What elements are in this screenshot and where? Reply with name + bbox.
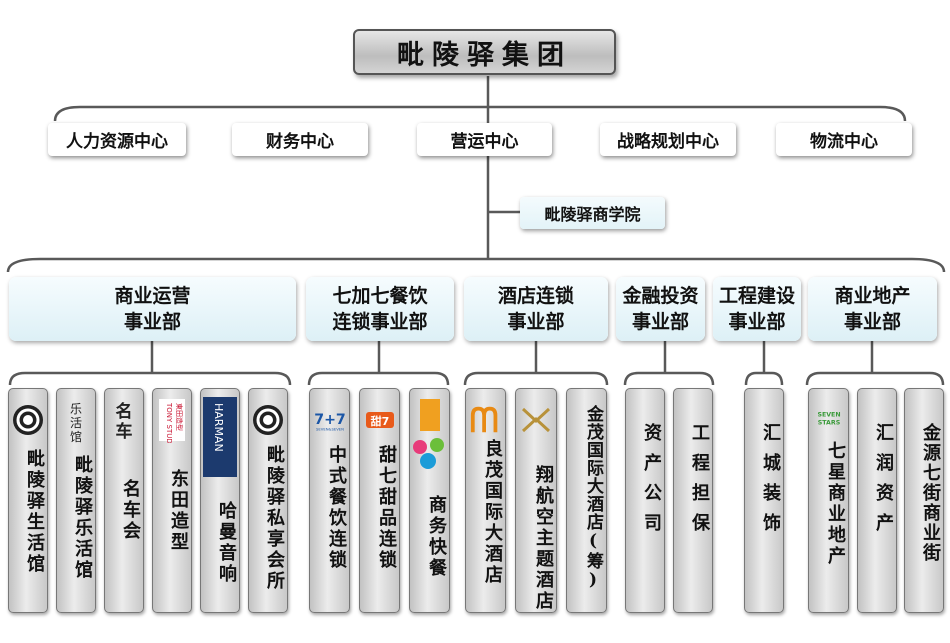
unit-name: 毗陵驿乐活馆 <box>72 455 93 581</box>
svg-text:7+7: 7+7 <box>314 412 346 428</box>
unit-name: 资产公司 <box>641 423 662 543</box>
mingche-logo-icon: 名车 <box>107 397 141 443</box>
lehuo-logo-icon: 乐活馆 <box>59 397 93 443</box>
center-logistics: 物流中心 <box>776 123 912 156</box>
unit-card: 良茂国际大酒店 <box>465 388 506 613</box>
unit-name: 工程担保 <box>689 423 710 543</box>
division-catering: 七加七餐饮 连锁事业部 <box>306 277 454 341</box>
svg-text:TONY STUDIO: TONY STUDIO <box>165 402 173 443</box>
svg-text:HARMAN: HARMAN <box>212 403 225 452</box>
unit-name: 金源七街商业街 <box>920 423 941 563</box>
unit-name: 中式餐饮连锁 <box>326 445 347 571</box>
svg-text:活: 活 <box>70 416 82 430</box>
unit-card: 毗陵驿生活馆 <box>8 388 48 613</box>
fast-food-logo-icon <box>411 397 449 477</box>
unit-name: 金茂国际大酒店(筹) <box>583 405 603 591</box>
division-finance-investment: 金融投资 事业部 <box>616 277 705 341</box>
liangmao-logo-icon <box>469 397 503 443</box>
unit-name: 商务快餐 <box>426 495 447 579</box>
division-hotel: 酒店连锁 事业部 <box>464 277 608 341</box>
unit-name: 东田造型 <box>168 469 189 553</box>
group-title: 毗陵驿集团 <box>353 29 616 75</box>
unit-card: 汇城装饰 <box>744 388 784 613</box>
unit-card: HARMAN 哈曼音响 <box>200 388 240 613</box>
unit-card: 名车 名车会 <box>104 388 144 613</box>
unit-name: 汇城装饰 <box>760 423 781 543</box>
unit-name: 甜七甜品连锁 <box>376 445 397 571</box>
svg-text:甜7: 甜7 <box>370 414 389 428</box>
unit-card: 金茂国际大酒店(筹) <box>566 388 607 613</box>
svg-text:東田造型: 東田造型 <box>175 403 184 431</box>
center-hr: 人力资源中心 <box>48 123 186 156</box>
unit-name: 名车会 <box>120 479 141 542</box>
division-real-estate: 商业地产 事业部 <box>808 277 937 341</box>
unit-name: 七星商业地产 <box>825 441 846 567</box>
unit-card: 汇润资产 <box>857 388 897 613</box>
svg-text:乐: 乐 <box>70 402 82 416</box>
center-strategy: 战略规划中心 <box>600 123 736 156</box>
unit-name: 哈曼音响 <box>216 501 237 585</box>
unit-card: 翔航空主题酒店 <box>515 388 557 613</box>
unit-card: 甜7 甜七甜品连锁 <box>359 388 400 613</box>
unit-card: 商务快餐 <box>409 388 450 613</box>
business-academy: 毗陵驿商学院 <box>520 197 665 229</box>
unit-name: 汇润资产 <box>873 423 894 543</box>
unit-card: 乐活馆 毗陵驿乐活馆 <box>56 388 96 613</box>
svg-text:SEVEN&SEVEN: SEVEN&SEVEN <box>315 427 343 431</box>
svg-text:STARS: STARS <box>817 419 840 426</box>
unit-name: 毗陵驿私享会所 <box>264 445 285 592</box>
center-finance: 财务中心 <box>232 123 368 156</box>
unit-name: 翔航空主题酒店 <box>533 465 554 612</box>
ring-logo-icon <box>251 397 285 443</box>
unit-card: 工程担保 <box>673 388 713 613</box>
xianghang-logo-icon <box>519 397 553 443</box>
unit-name: 毗陵驿生活馆 <box>24 449 45 575</box>
unit-card: 资产公司 <box>625 388 665 613</box>
division-commercial-ops: 商业运营 事业部 <box>9 277 296 341</box>
harman-logo-icon: HARMAN <box>203 397 237 477</box>
division-engineering: 工程建设 事业部 <box>713 277 801 341</box>
tian-seven-logo-icon: 甜7 <box>363 397 397 443</box>
svg-text:车: 车 <box>116 421 133 442</box>
svg-text:馆: 馆 <box>70 429 82 443</box>
ring-logo-icon <box>11 397 45 443</box>
unit-name: 良茂国际大酒店 <box>482 439 503 586</box>
center-operations: 营运中心 <box>417 123 552 156</box>
unit-card: 毗陵驿私享会所 <box>248 388 288 613</box>
svg-text:SEVEN: SEVEN <box>817 411 840 418</box>
unit-card: 金源七街商业街 <box>904 388 944 613</box>
svg-text:名: 名 <box>116 401 133 422</box>
